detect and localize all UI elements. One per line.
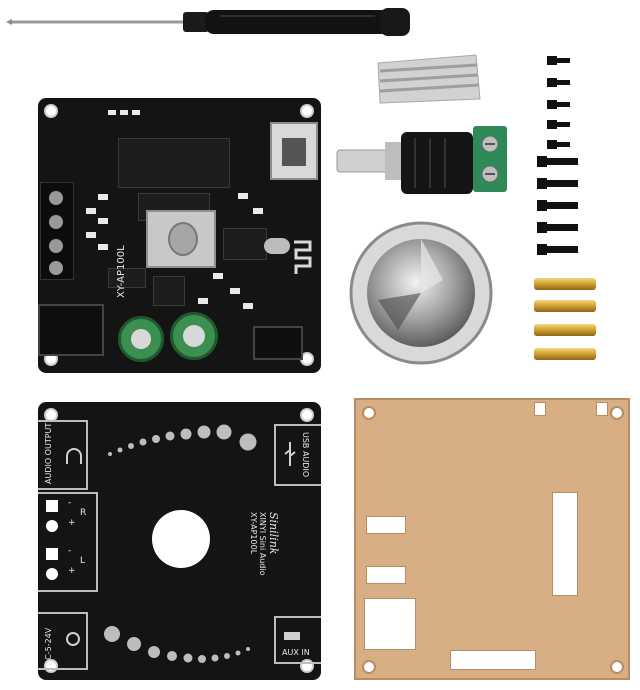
plus-label: + bbox=[68, 566, 76, 576]
screwdriver-icon bbox=[6, 8, 410, 36]
capacitor bbox=[118, 316, 164, 362]
square-cutout bbox=[364, 598, 416, 650]
brand-label: Sinilink bbox=[267, 512, 280, 555]
volume-knob-icon bbox=[349, 221, 493, 365]
capacitor bbox=[170, 312, 218, 360]
screw-icon bbox=[547, 56, 570, 149]
standoff-icon bbox=[534, 300, 596, 312]
amplifier-chip bbox=[118, 138, 230, 188]
minus-label: - bbox=[68, 546, 72, 556]
rect-cutout bbox=[366, 566, 406, 584]
heatsink-icon bbox=[377, 54, 481, 104]
mount-hole bbox=[44, 104, 58, 118]
audio-jack bbox=[253, 326, 303, 360]
minus-label: - bbox=[68, 498, 72, 508]
top-plate: AUDIO OUTPUT - + - + R L DC-5-24V USB AU… bbox=[38, 402, 321, 680]
speaker-terminal bbox=[40, 182, 74, 280]
headphone-icon bbox=[66, 448, 82, 464]
mount-hole bbox=[610, 406, 624, 420]
audio-output-box: AUDIO OUTPUT bbox=[38, 420, 88, 490]
usb-audio-label: USB AUDIO bbox=[301, 432, 310, 478]
notch bbox=[534, 402, 546, 416]
board-model-label: XY-AP100L bbox=[116, 245, 127, 298]
knob-hole bbox=[152, 510, 210, 568]
led-dots-top bbox=[108, 424, 257, 456]
rect-cutout bbox=[366, 516, 406, 534]
standoff-icon bbox=[534, 324, 596, 336]
bluetooth-icon bbox=[294, 240, 312, 274]
speaker-output-box: - + - + R L bbox=[38, 492, 98, 592]
dc-jack-adapter-icon bbox=[336, 126, 507, 194]
mount-hole bbox=[362, 660, 376, 674]
slot-cutout bbox=[552, 492, 578, 596]
usb-port-icon bbox=[270, 122, 318, 180]
usb-audio-box: USB AUDIO bbox=[274, 424, 321, 486]
mount-hole bbox=[300, 104, 314, 118]
mount-hole bbox=[362, 406, 376, 420]
power-box: DC-5-24V bbox=[38, 612, 88, 670]
brand-block: Sinilink XINYI Sini Audio XY-AP100L bbox=[249, 512, 280, 576]
aux-in-box: AUX IN bbox=[274, 616, 321, 664]
plate-model-label: XY-AP100L bbox=[249, 512, 258, 555]
aux-in-label: AUX IN bbox=[282, 648, 310, 657]
standoff-icon bbox=[534, 348, 596, 360]
notch bbox=[596, 402, 608, 416]
standoff-icon bbox=[534, 278, 596, 290]
power-label: DC-5-24V bbox=[44, 627, 53, 666]
dc-power-jack bbox=[38, 304, 104, 356]
led-dots-bottom bbox=[104, 626, 250, 663]
product-label: XINYI Sini Audio bbox=[258, 512, 267, 576]
usb-port-icon bbox=[284, 442, 296, 466]
r-label: R bbox=[80, 508, 87, 518]
l-label: L bbox=[80, 556, 86, 566]
bottom-cutout bbox=[450, 650, 536, 670]
mount-hole bbox=[300, 408, 314, 422]
screw-icon bbox=[537, 156, 578, 255]
plus-label: + bbox=[68, 518, 76, 528]
audio-output-label: AUDIO OUTPUT bbox=[44, 422, 53, 484]
acrylic-plate bbox=[354, 398, 630, 680]
rotary-encoder bbox=[146, 210, 216, 268]
mount-hole bbox=[610, 660, 624, 674]
amplifier-board: XY-AP100L bbox=[38, 98, 321, 373]
